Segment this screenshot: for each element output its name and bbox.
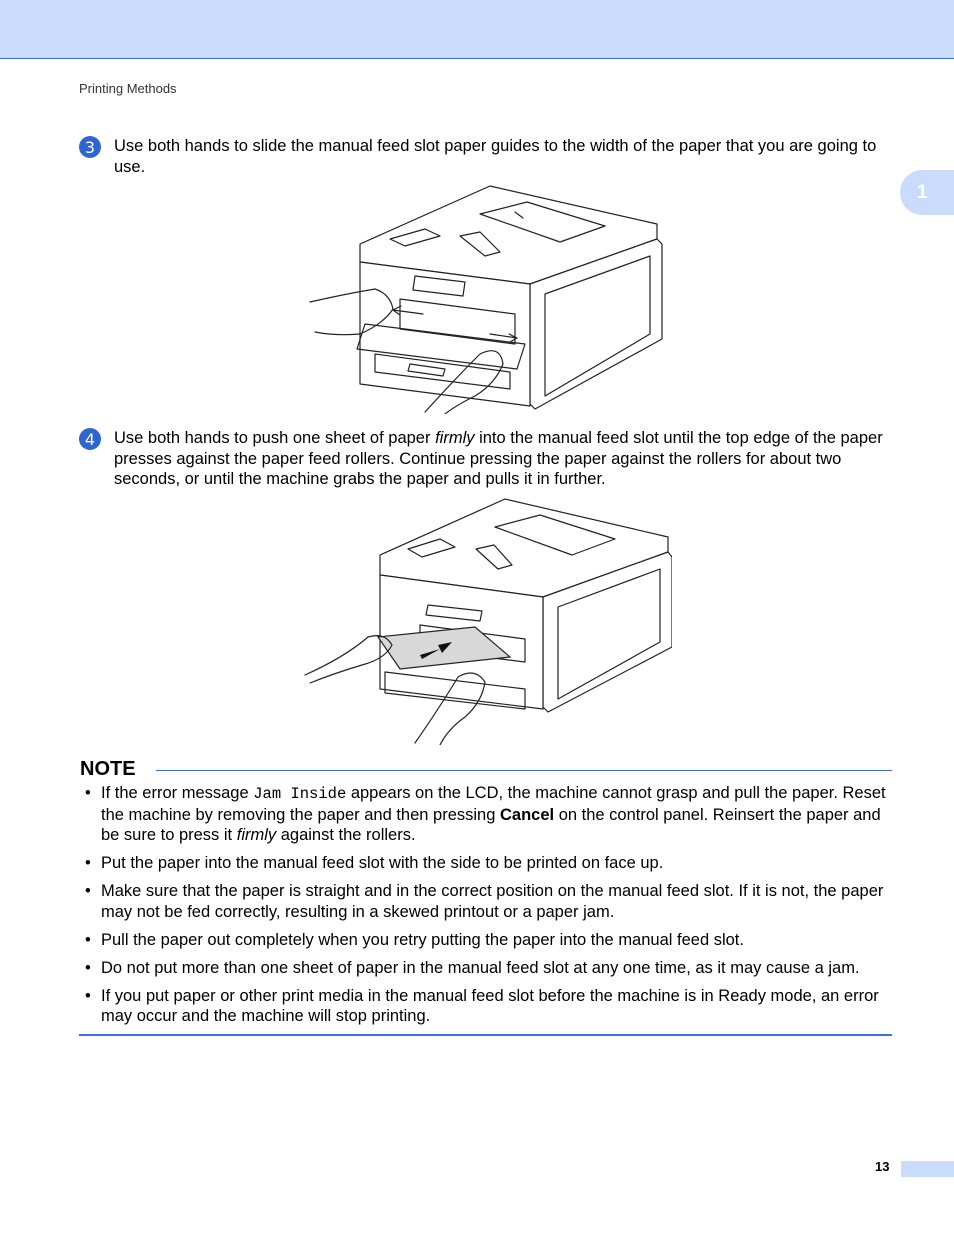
bullet: •	[85, 784, 91, 802]
step-4: 4 Use both hands to push one sheet of pa…	[79, 428, 891, 490]
note-item: • Make sure that the paper is straight a…	[85, 882, 884, 921]
step-3: 3 Use both hands to slide the manual fee…	[79, 136, 891, 177]
step-text: Use both hands to slide the manual feed …	[114, 137, 877, 176]
note-item: • Pull the paper out completely when you…	[85, 930, 744, 949]
bullet: •	[85, 958, 91, 977]
note-divider	[156, 770, 892, 771]
note-heading: NOTE	[80, 758, 136, 780]
step-number-badge: 3	[79, 136, 101, 158]
cancel-key-label: Cancel	[500, 805, 555, 824]
note-item: • Do not put more than one sheet of pape…	[85, 958, 860, 977]
bullet: •	[85, 986, 91, 1005]
printer-insert-paper-illustration	[304, 498, 672, 745]
page-number-tab	[901, 1161, 954, 1177]
running-title: Printing Methods	[79, 81, 177, 96]
note-list: • If the error message Jam Inside appear…	[80, 783, 892, 1034]
note-end-divider	[79, 1034, 892, 1036]
printer-paper-guides-illustration	[309, 185, 663, 414]
page-number: 13	[875, 1159, 890, 1174]
chapter-number: 1	[917, 181, 928, 203]
note-item: • If the error message Jam Inside appear…	[85, 784, 886, 844]
lcd-message: Jam Inside	[253, 785, 347, 803]
note-item: • Put the paper into the manual feed slo…	[85, 854, 664, 872]
bullet: •	[85, 882, 91, 900]
bullet: •	[85, 854, 91, 872]
chapter-tab: 1	[900, 170, 954, 215]
step-number-badge: 4	[79, 428, 101, 450]
note-item: • If you put paper or other print media …	[85, 986, 879, 1026]
page-header-band	[0, 0, 954, 59]
bullet: •	[85, 930, 91, 949]
step-text: Use both hands to push one sheet of pape…	[114, 429, 883, 488]
